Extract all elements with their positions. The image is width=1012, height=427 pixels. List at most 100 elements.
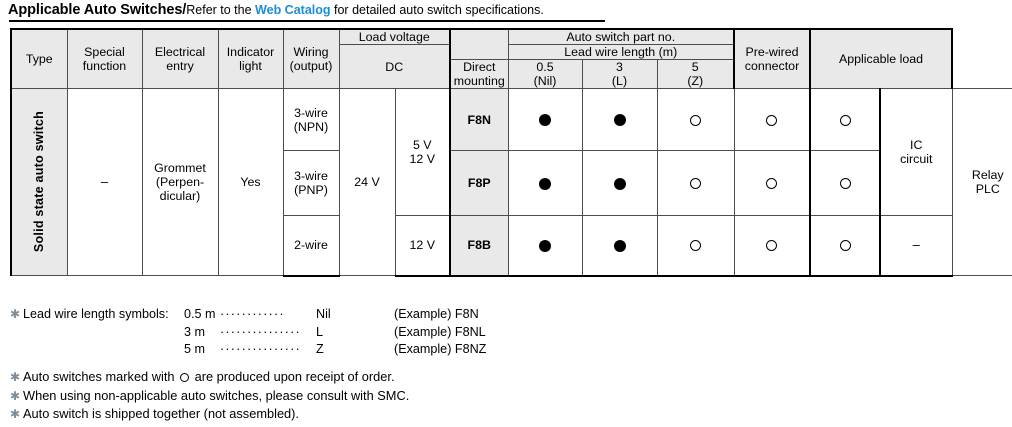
filled-circle-icon [539,114,551,127]
page-title-bold: Applicable Auto Switches/ [8,2,187,18]
open-circle-icon [690,240,701,252]
cell-load-relay-plc: Relay PLC [951,88,1012,276]
general-note-1-text: When using non-applicable auto switches,… [23,387,410,403]
open-circle-icon [839,178,851,190]
lead-wire-symbol-1: L [316,324,324,339]
open-circle-icon [690,178,701,190]
header-special-function-line2: function [82,59,127,73]
cell-len-3-r2 [656,215,735,277]
header-len-3-line1: 3 [616,60,623,74]
header-electrical-entry-line2: entry [166,59,194,73]
asterisk-icon: ✱ [10,407,21,421]
cell-electrical-entry-line2: (Perpen- [155,175,205,189]
header-electrical-entry: Electrical entry [141,28,219,89]
cell-len-3-r0 [656,88,735,151]
general-note-0-post: are produced upon receipt of order. [191,369,395,384]
header-indicator-light: Indicator light [217,28,284,89]
header-indicator-light-line2: light [239,59,262,73]
lead-wire-example-2: (Example) F8NZ [394,342,487,356]
header-len-5-line2: (Z) [687,74,704,88]
header-prewired-line2: connector [744,59,800,73]
cell-part-no-r0: F8N [449,88,509,151]
page-title-pre: Refer to the [186,3,256,17]
table-row: 3-wire (PNP) F8P [11,150,1012,216]
general-notes: ✱ Auto switches marked with are produced… [10,368,409,424]
open-circle-icon [766,240,778,252]
lead-wire-note-row-0: ✱ Lead wire length symbols: 0.5 m ······… [10,306,486,324]
filled-circle-icon [613,177,626,190]
header-electrical-entry-line1: Electrical [154,45,206,59]
cell-part-no-r2: F8B [449,215,509,277]
cell-part-no-r1: F8P [449,150,509,216]
cell-electrical-entry-line1: Grommet [154,161,206,175]
header-len-3-line2: (L) [611,74,628,88]
cell-len-05-r1 [581,150,658,216]
table-row: 2-wire 12 V F8B – [11,215,1012,277]
lead-wire-symbol-0: Nil [316,307,331,321]
cell-special-function: – [66,88,143,276]
cell-prewired-r2 [809,215,881,277]
page-title-post: for detailed auto switch specifications. [330,3,544,17]
header-spacer-direct [449,28,509,60]
cell-wiring-r0: 3-wire (NPN) [282,88,340,151]
general-note-0-pre: Auto switches marked with [23,369,179,384]
header-row-1: Type Special function Electrical entry I… [10,28,1012,89]
cell-load-ic-circuit: IC circuit [878,88,953,216]
cell-voltage-5v: 5 V [412,138,432,152]
asterisk-icon: ✱ [10,388,21,403]
header-dc: DC [338,44,451,89]
cell-len-5-r0 [733,88,811,151]
web-catalog-link[interactable]: Web Catalog [255,3,331,17]
lead-wire-note-row-1: 3 m ··············· L (Example) F8NL [10,324,486,342]
page-title: Applicable Auto Switches/Refer to the We… [8,1,544,19]
header-len-05-line1: 0.5 [536,60,554,74]
lead-wire-length-0: 0.5 m [184,307,216,321]
lead-wire-length-2: 5 m [184,342,205,356]
asterisk-icon: ✱ [10,370,21,384]
title-underline [9,20,605,22]
lead-wire-dots-2: ··············· [220,342,301,356]
lead-wire-example-0: (Example) F8N [394,307,479,321]
cell-prewired-r0 [809,88,881,151]
lead-wire-notes: ✱ Lead wire length symbols: 0.5 m ······… [10,306,486,359]
header-wiring-output: Wiring (output) [282,28,340,89]
cell-dc-24v: 24 V [338,88,396,276]
cell-load-ic-line2: circuit [900,152,933,166]
cell-electrical-entry-line3: dicular) [159,189,201,203]
asterisk-spacer [10,324,23,342]
open-circle-icon [766,114,778,126]
cell-wiring-r0-line2: (NPN) [293,119,329,134]
filled-circle-icon [539,239,551,252]
header-type: Type [10,28,68,89]
cell-voltage-12: 12 V [394,215,451,277]
general-note-2: ✱ Auto switch is shipped together (not a… [10,405,409,424]
header-row-2: DC Lead wire length (m) [11,44,1012,89]
header-indicator-light-line1: Indicator [226,45,275,59]
header-special-function: Special function [66,28,143,89]
open-circle-icon [180,373,190,383]
cell-load-ic-line1: IC [910,138,923,152]
lead-wire-label: Lead wire length symbols: [23,307,169,321]
header-lead-wire-length: Lead wire length (m) [507,44,735,60]
lead-wire-length-1: 3 m [184,324,205,339]
lead-wire-example-1: (Example) F8NL [394,324,486,339]
header-load-voltage: Load voltage [338,28,451,45]
cell-prewired-r1 [809,150,881,216]
cell-direct-mounting-r2 [507,215,583,277]
cell-direct-mounting-r0 [507,88,583,151]
cell-len-5-r2 [733,215,811,277]
cell-wiring-r2: 2-wire [282,215,340,277]
lead-wire-note-row-2: 5 m ··············· Z (Example) F8NZ [10,341,486,359]
cell-load-relay-line1: Relay [971,168,1004,182]
asterisk-icon: ✱ [10,307,21,321]
header-special-function-line1: Special [84,45,125,59]
cell-electrical-entry: Grommet (Perpen- dicular) [141,88,219,276]
header-direct-mounting: Direct mounting [449,59,509,89]
header-len-5-line1: 5 [691,60,699,74]
open-circle-icon [839,240,851,252]
cell-voltage-12v: 12 V [409,152,436,166]
header-len-05: 0.5 (Nil) [507,59,583,89]
cell-wiring-r1: 3-wire (PNP) [282,150,340,216]
general-note-1: ✱ When using non-applicable auto switche… [10,387,409,406]
